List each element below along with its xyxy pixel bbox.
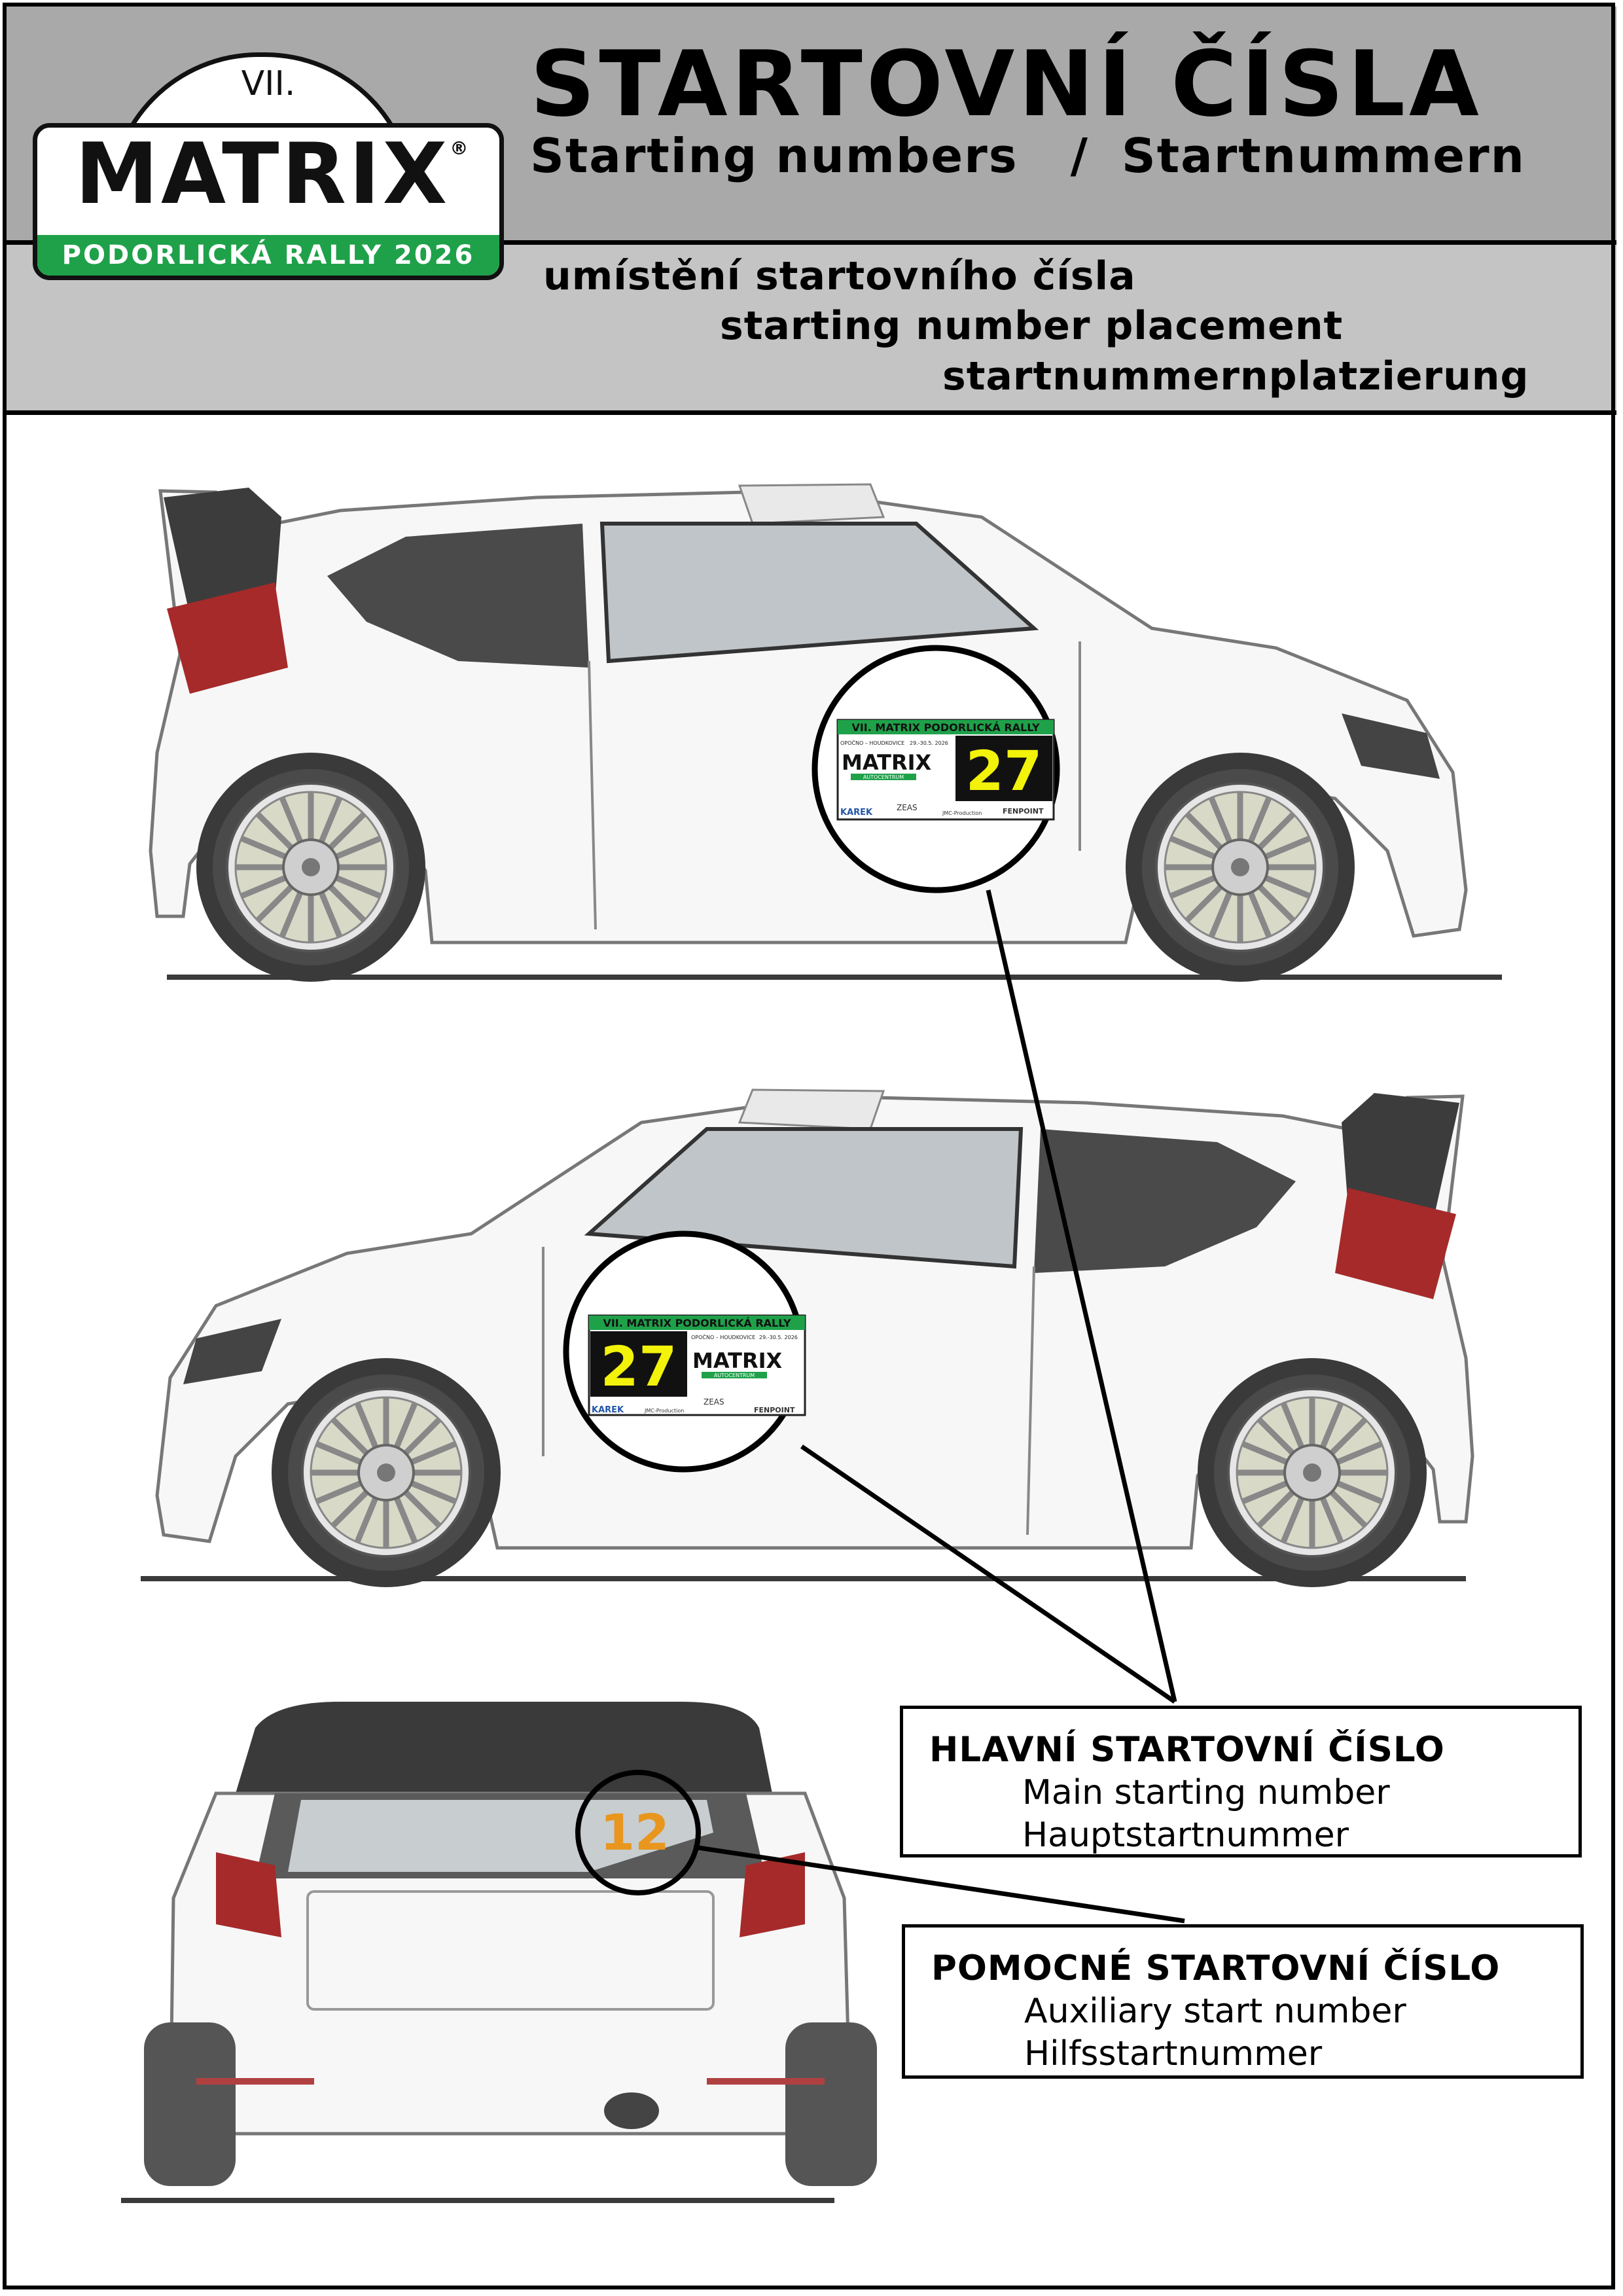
plate-1-header: VII. MATRIX PODORLICKÁ RALLY <box>851 721 1039 734</box>
logo-name: MATRIX <box>75 126 450 223</box>
plate-2-brand-bar <box>702 1372 767 1378</box>
logo-name-wrap: MATRIX® <box>37 133 499 217</box>
main-number-en: Main starting number <box>1022 1773 1390 1812</box>
plate-2-sponsor-4: FENPOINT <box>754 1406 795 1414</box>
subtitle-de: Startnummern <box>1121 128 1525 183</box>
plate-1-header-bg <box>838 720 1054 734</box>
aux-number-en: Auxiliary start number <box>1024 1992 1406 2031</box>
plate-1-location: OPOČNO – HOUDKOVICE <box>840 739 904 746</box>
aux-number-title: POMOCNÉ STARTOVNÍ ČÍSLO <box>931 1948 1501 1988</box>
car2-roof-scoop <box>738 1088 885 1130</box>
logo-edition: VII. <box>241 64 296 103</box>
plate-2-header-bg <box>589 1316 805 1330</box>
plate-1: VII. MATRIX PODORLICKÁ RALLY OPOČNO – HO… <box>836 719 1055 821</box>
magnifier-1: VII. MATRIX PODORLICKÁ RALLY OPOČNO – HO… <box>812 645 1060 893</box>
logo-box: MATRIX® PODORLICKÁ RALLY 2026 <box>33 123 504 280</box>
car1-rear-window <box>327 524 589 668</box>
car3-tailgate <box>306 1890 715 2011</box>
main-number-de: Hauptstartnummer <box>1022 1816 1349 1855</box>
plate-1-sponsor-3: JMC-Production <box>942 810 982 816</box>
car2-tail-light <box>1335 1188 1456 1299</box>
plate-2-sponsor-1: KAREK <box>592 1405 624 1415</box>
plate-2-number: 27 <box>601 1335 677 1399</box>
main-number-title: HLAVNÍ STARTOVNÍ ČÍSLO <box>929 1730 1445 1770</box>
car2-door-line <box>1026 1266 1035 1535</box>
plate-2-header: VII. MATRIX PODORLICKÁ RALLY <box>603 1317 791 1329</box>
plate-2-brand: MATRIX <box>692 1348 783 1373</box>
car1-headlight <box>1342 713 1440 779</box>
page-frame <box>3 3 1615 2289</box>
plate-1-sponsor-4: FENPOINT <box>1003 807 1044 816</box>
car3-right-tire <box>785 2022 877 2186</box>
plate-2-number-bg <box>590 1331 687 1397</box>
plate-1-brand-bar <box>851 774 916 780</box>
rear-number: 12 <box>600 1803 669 1861</box>
plate-1-sponsor-2: ZEAS <box>897 803 918 812</box>
magnifier-2: VII. MATRIX PODORLICKÁ RALLY 27 OPOČNO –… <box>563 1230 806 1473</box>
plate-2-dates: 29.-30.5. 2026 <box>759 1335 798 1340</box>
car3-left-light <box>216 1852 281 1937</box>
page-title: STARTOVNÍ ČÍSLA <box>530 31 1483 137</box>
aux-number-label: POMOCNÉ STARTOVNÍ ČÍSLO Auxiliary start … <box>902 1924 1584 2079</box>
placement-de: startnummernplatzierung <box>942 353 1529 399</box>
car1-door-line <box>588 660 597 930</box>
plate-2: VII. MATRIX PODORLICKÁ RALLY 27 OPOČNO –… <box>588 1314 806 1416</box>
plate-1-number-bg <box>955 736 1052 801</box>
page-subtitle: Starting numbers/Startnummern <box>530 132 1525 179</box>
logo-band: PODORLICKÁ RALLY 2026 <box>37 235 499 276</box>
magnifier-3-circle <box>575 1770 701 1895</box>
car3-window-reflection <box>288 1800 713 1872</box>
subtitle-en: Starting numbers <box>530 128 1018 183</box>
car2-headlight <box>183 1319 281 1384</box>
car1-front-window <box>599 522 1039 664</box>
subtitle-separator: / <box>1070 128 1089 183</box>
main-number-label: HLAVNÍ STARTOVNÍ ČÍSLO Main starting num… <box>900 1706 1582 1857</box>
plate-2-sponsor-2: ZEAS <box>704 1397 724 1407</box>
plate-1-dates: 29.-30.5. 2026 <box>910 740 948 746</box>
plate-2-brand-sub: AUTOCENTRUM <box>714 1372 755 1378</box>
aux-number-de: Hilfsstartnummer <box>1024 2034 1323 2073</box>
car3-exhaust <box>604 2092 659 2129</box>
plate-1-brand-sub: AUTOCENTRUM <box>863 774 904 780</box>
leader-line-aux <box>693 1844 1185 1924</box>
plate-1-number: 27 <box>966 739 1043 803</box>
car3-left-tire <box>144 2022 236 2186</box>
placement-cz: umístění startovního čísla <box>543 253 1136 299</box>
plate-2-sponsor-3: JMC-Production <box>644 1408 684 1414</box>
car1-roof-scoop <box>738 483 885 525</box>
car-left-side <box>141 1088 1474 1587</box>
car-right-side <box>149 483 1502 982</box>
plate-2-location: OPOČNO – HOUDKOVICE <box>691 1333 755 1340</box>
registered-mark: ® <box>450 137 471 159</box>
plate-1-sponsor-1: KAREK <box>840 808 873 817</box>
magnifier-3: 12 <box>575 1770 701 1895</box>
car1-tail-light <box>167 583 288 694</box>
plate-1-brand: MATRIX <box>842 750 932 775</box>
car3-right-light <box>740 1852 805 1937</box>
leader-line-main-2 <box>800 1444 1176 1704</box>
car2-rear-window <box>1034 1129 1296 1273</box>
rally-logo: VII. MATRIX® PODORLICKÁ RALLY 2026 <box>33 46 504 281</box>
placement-en: starting number placement <box>720 303 1344 349</box>
leader-line-main-1 <box>986 889 1177 1702</box>
